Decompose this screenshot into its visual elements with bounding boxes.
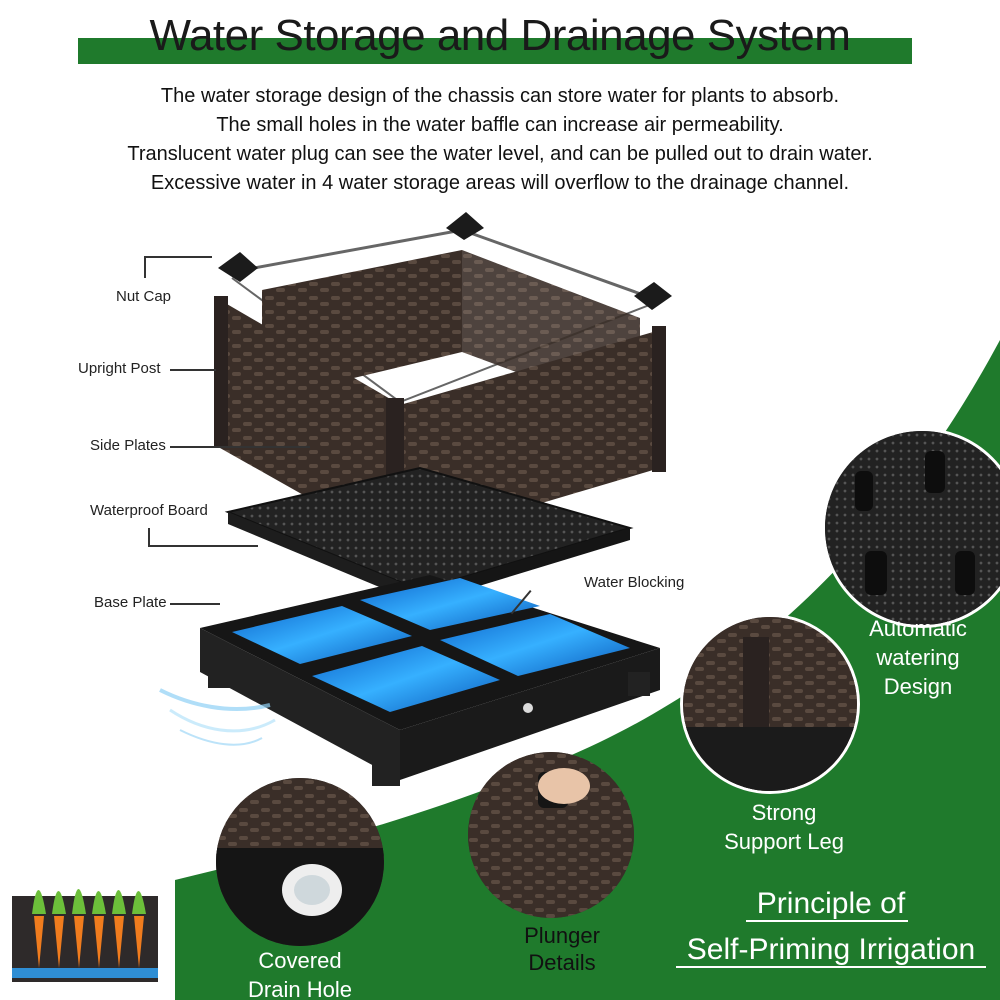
description-line: Excessive water in 4 water storage areas… [150, 172, 850, 194]
water-compartment [232, 606, 412, 664]
label-water-blocking: Water Blocking [584, 574, 685, 591]
leader-line [148, 528, 150, 546]
label-side-plates: Side Plates [90, 437, 166, 454]
description-line: Translucent water plug can see the water… [127, 143, 873, 165]
leader-line [170, 369, 216, 371]
feature-support-leg: Strong Support Leg [724, 800, 844, 854]
description-line: The small holes in the water baffle can … [216, 114, 784, 136]
title-underline-bar [78, 38, 912, 64]
feature-drain-hole: Covered Drain Hole [248, 948, 352, 1000]
label-upright-post: Upright Post [78, 360, 161, 377]
perforated-base-icon [825, 431, 1000, 625]
leader-line [148, 545, 258, 547]
nut-cap-shape [446, 212, 484, 240]
water-compartment [440, 614, 630, 676]
upright-post-shape [652, 326, 666, 472]
page-title: Water Storage and Drainage System [149, 11, 851, 60]
drain-plug-icon [216, 778, 384, 946]
feature-plunger: Plunger Details [524, 923, 600, 975]
principle-heading: Principle of Self-Priming Irrigation [686, 887, 976, 966]
water-compartment [360, 578, 540, 630]
description: The water storage design of the chassis … [0, 82, 1000, 198]
support-leg-icon [683, 617, 857, 791]
leader-line [170, 446, 310, 448]
leader-line [144, 256, 212, 258]
leader-line [144, 256, 146, 278]
water-compartment [312, 646, 500, 712]
label-base-plate: Base Plate [94, 594, 167, 611]
detail-circle-drain [216, 778, 384, 946]
leader-line [170, 603, 220, 605]
detail-circle-base-top [822, 428, 1000, 628]
detail-circle-support-leg [680, 614, 860, 794]
planter-thumbnail [12, 889, 158, 982]
plunger-icon [468, 752, 634, 918]
detail-circle-plunger [468, 752, 634, 918]
principle-underline [746, 920, 908, 922]
principle-underline [676, 966, 986, 968]
feature-automatic-watering: Automatic watering Design [869, 616, 967, 699]
description-line: The water storage design of the chassis … [160, 85, 840, 107]
nut-cap-shape [634, 282, 672, 310]
nut-cap-shape [218, 252, 258, 282]
label-nut-cap: Nut Cap [116, 288, 172, 305]
upright-post-shape [214, 296, 228, 446]
label-waterproof-board: Waterproof Board [90, 502, 208, 519]
carrot-icon [34, 916, 144, 968]
